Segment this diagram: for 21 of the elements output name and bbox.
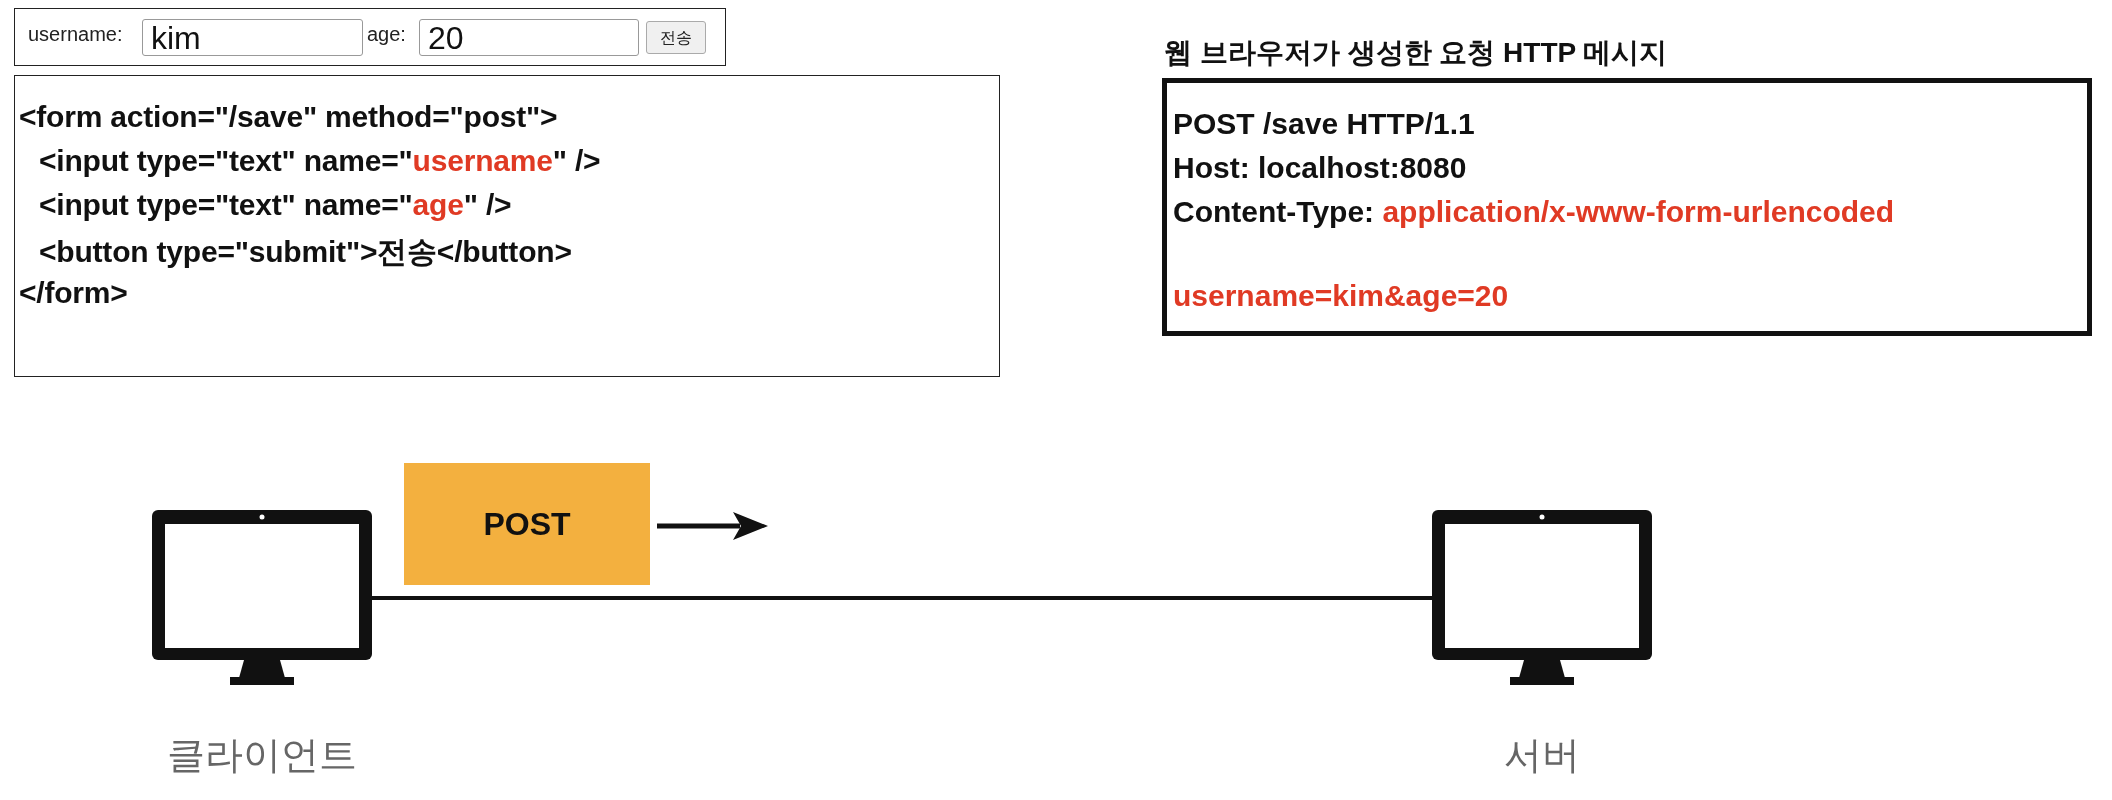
message-line: POST /save HTTP/1.1 bbox=[1173, 107, 1475, 141]
device-label: 클라이언트 bbox=[166, 733, 358, 778]
code-line: <input type="text" name="age" /> bbox=[39, 188, 512, 222]
code-line: <input type="text" name="username" /> bbox=[39, 144, 601, 178]
field-label: age: bbox=[367, 23, 406, 46]
code-line: </form> bbox=[19, 276, 128, 310]
code-line: <button type="submit">전송</button> bbox=[39, 234, 572, 270]
connection-line bbox=[372, 596, 1432, 600]
submit-button: 전송 bbox=[646, 21, 706, 54]
code-line: <form action="/save" method="post"> bbox=[19, 100, 558, 134]
message-line: Content-Type: application/x-www-form-urlencoded bbox=[1173, 195, 1895, 229]
message-line: Host: localhost:8080 bbox=[1173, 151, 1467, 185]
method-box: POST bbox=[404, 463, 650, 585]
input-field: kim bbox=[142, 19, 363, 56]
form-preview bbox=[14, 8, 726, 66]
code-box bbox=[14, 75, 1000, 377]
input-field: 20 bbox=[419, 19, 639, 56]
message-line: username=kim&age=20 bbox=[1173, 279, 1509, 313]
device-label: 서버 bbox=[1503, 733, 1581, 778]
field-label: username: bbox=[28, 23, 123, 46]
message-title: 웹 브라우저가 생성한 요청 HTTP 메시지 bbox=[1164, 36, 1668, 70]
